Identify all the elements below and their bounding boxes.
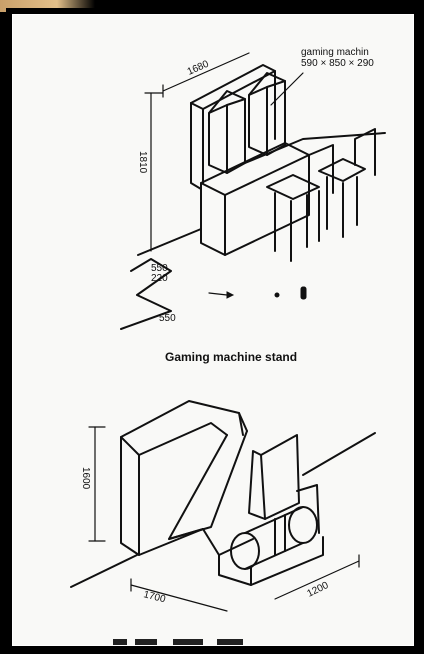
counter-top-line <box>244 132 386 164</box>
plan-clearance-diagram: 550 220 550 <box>120 258 307 330</box>
machine-label-line1: gaming machin <box>301 47 369 58</box>
bar-stool-back <box>318 128 376 238</box>
roller-cushion <box>230 484 320 570</box>
diagram-canvas: 1680 1810 gaming machin 590 × 850 × 290 … <box>70 47 386 645</box>
machine-label-line2: 590 × 850 × 290 <box>301 58 374 69</box>
dimension-width-2: 1700 <box>130 578 228 612</box>
clearance-550-bottom: 550 <box>159 313 176 324</box>
dimension-height-2-label: 1600 <box>80 467 91 490</box>
dimension-height-2: 1600 <box>80 426 106 542</box>
gaming-machine-right <box>248 72 286 156</box>
dimension-depth-2: 1200 <box>274 554 360 600</box>
seat-structure <box>202 434 324 586</box>
floor-line-right <box>302 432 376 476</box>
floor-line <box>137 228 202 256</box>
drawing-sheet: 1680 1810 gaming machin 590 × 850 × 290 … <box>12 14 414 646</box>
clearance-550-top: 550 <box>151 263 168 274</box>
slanted-cabinet <box>120 400 248 556</box>
floor-line-left <box>70 554 138 588</box>
cropped-caption-fragment <box>113 639 243 645</box>
arcade-machine-drawing: 1600 1700 1200 <box>70 400 376 612</box>
figure1-caption: Gaming machine stand <box>165 350 297 364</box>
clearance-220: 220 <box>151 273 168 284</box>
bar-stool-front <box>266 144 334 262</box>
dimension-width-2-label: 1700 <box>142 589 167 605</box>
label-leader-line <box>270 72 304 106</box>
dimension-height: 1810 <box>137 92 164 252</box>
gaming-machine-stand-drawing: 1680 1810 gaming machin 590 × 850 × 290 … <box>120 47 386 330</box>
dimension-height-label: 1810 <box>137 151 148 174</box>
